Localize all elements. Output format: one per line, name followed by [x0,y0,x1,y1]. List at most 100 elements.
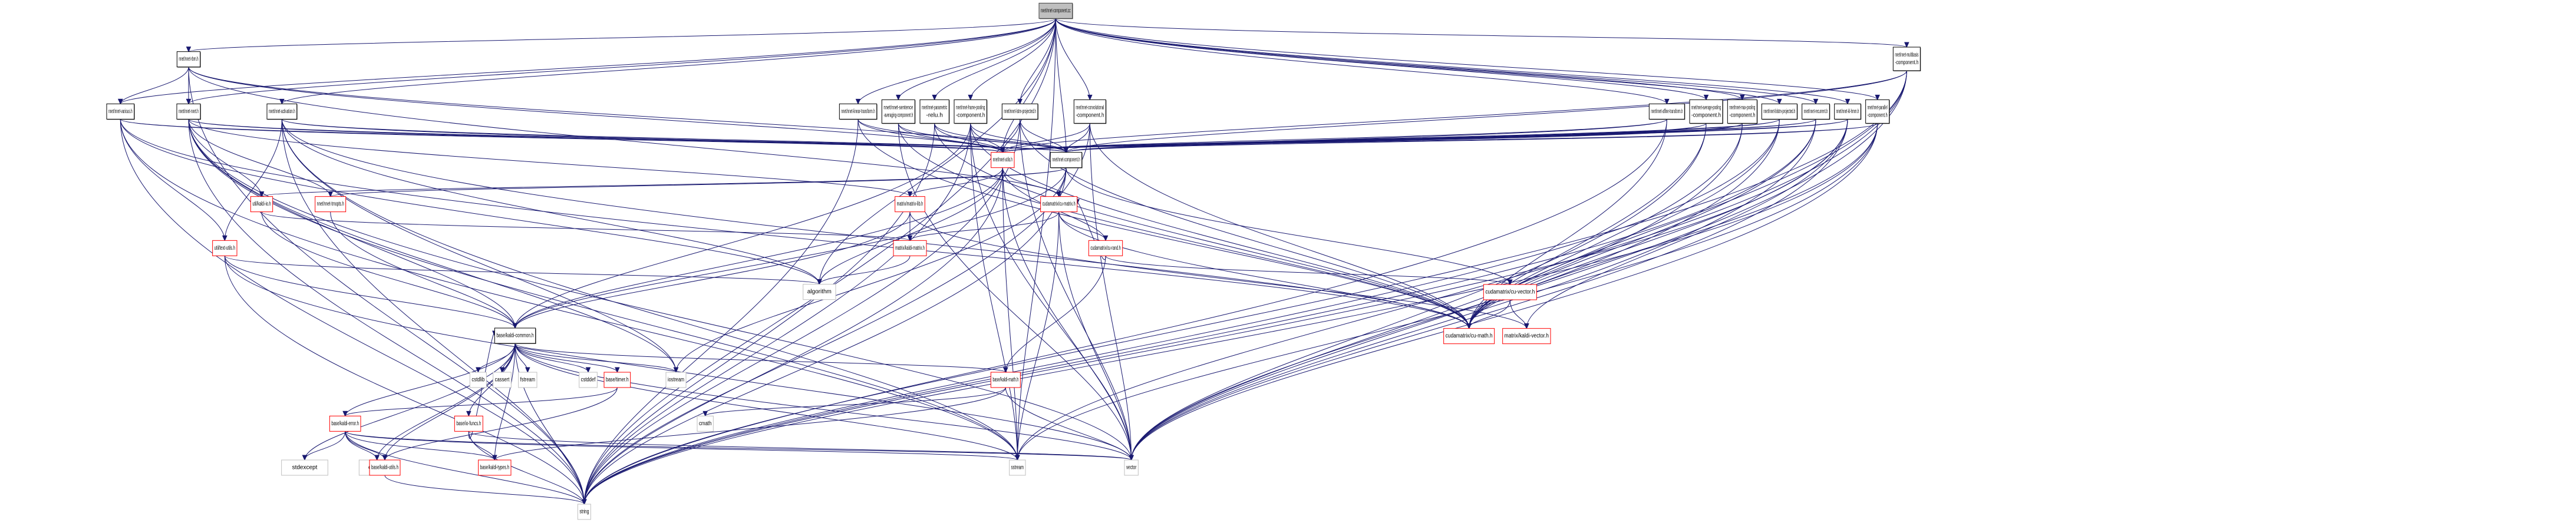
node-box [212,240,238,256]
dependency-edge [120,119,587,505]
dependency-edge [302,431,346,461]
arrowhead-icon [968,94,973,101]
graph-node-cumath[interactable]: cudamatrix/cu-math.h [1443,328,1495,345]
node-box [1040,196,1078,213]
graph-node-prelu[interactable]: nnet/nnet-parametric-relu.h [919,99,950,124]
node-label: base/kaldi-error.h [331,421,359,427]
dependency-edge [188,119,333,197]
graph-node-multibasis[interactable]: nnet/nnet-multibasis-component.h [1892,47,1921,71]
node-label: nnet/nnet-average-pooling [1691,104,1721,111]
graph-node-kaldivector[interactable]: matrix/kaldi-vector.h [1502,328,1551,345]
graph-node-cumatrix[interactable]: cudamatrix/cu-matrix.h [1040,196,1078,213]
graph-node-kaldimath[interactable]: base/kaldi-math.h [990,372,1021,388]
node-box [176,51,201,68]
graph-node-lstm[interactable]: nnet/nnet-lstm-projected.h [1001,103,1038,120]
node-box [454,415,483,432]
dependency-edge [188,118,1005,153]
arrowhead-icon [1003,367,1008,373]
graph-node-klhmm[interactable]: nnet/nnet-kl-hmm.h [1834,103,1862,120]
node-box [839,103,878,120]
graph-node-utils[interactable]: nnet/nnet-utils.h [991,152,1015,168]
node-label: -relu.h [926,112,942,118]
graph-node-nnet[interactable]: nnet/nnet-nnet.h [176,103,201,120]
graph-node-maxpool[interactable]: nnet/nnet-max-pooling-component.h [1727,99,1758,124]
dependency-edge [907,211,1060,241]
dependency-edge [898,123,1472,329]
dependency-edge [342,387,618,417]
graph-node-conv[interactable]: nnet/nnet-convolutional-component.h [1073,99,1107,124]
node-label: base/kaldi-types.h [480,465,509,471]
dependency-edge [1015,70,1907,461]
graph-node-trnopts[interactable]: nnet/nnet-trnopts.h [315,196,347,213]
dependency-edge [1055,18,1880,101]
dependency-edge [1466,299,1510,329]
dependency-edge [120,118,1069,153]
dependency-edge [1055,18,1909,48]
node-label: cassert [495,377,510,383]
node-label: nnet/nnet-nnet.h [179,108,199,115]
graph-node-vector: vector [1124,459,1139,476]
arrowhead-icon [817,279,822,285]
graph-node-kalditypes[interactable]: base/kaldi-types.h [478,459,512,476]
graph-node-linear[interactable]: nnet/nnet-linear-transform.h [839,103,878,120]
node-box [881,99,915,124]
graph-node-kaldiutils[interactable]: base/kaldi-utils.h [369,459,401,476]
arrowhead-icon [186,47,192,52]
graph-node-component[interactable]: nnet/nnet-component.h [1050,152,1083,168]
graph-node-kaldierror[interactable]: base/kaldi-error.h [329,415,361,432]
graph-node-rbm[interactable]: nnet/nnet-rbm.h [176,51,201,68]
node-label: string [579,509,589,515]
node-box [478,459,512,476]
graph-node-cstdlib: cstdlib [469,372,487,388]
arrowhead-icon [1015,455,1020,461]
graph-node-timer[interactable]: base/timer.h [603,372,631,388]
dependency-edge [1002,167,1061,197]
graph-node-curand[interactable]: cudamatrix/cu-rand.h [1088,240,1123,256]
graph-node-kaldiio[interactable]: util/kaldi-io.h [250,196,273,213]
dependency-edge [582,119,1816,505]
graph-node-various[interactable]: nnet/nnet-various.h [106,103,135,120]
arrowhead-icon [1103,235,1109,241]
graph-node-affine[interactable]: nnet/nnet-affine-transform.h [1648,103,1686,120]
dependency-edge [224,256,518,329]
graph-node-iofuncs[interactable]: base/io-funcs.h [454,415,483,432]
graph-node-parallel[interactable]: nnet/nnet-parallel-component.h [1865,99,1890,124]
dependency-edge [1058,211,1109,241]
graph-node-cuvector[interactable]: cudamatrix/cu-vector.h [1483,284,1537,300]
graph-node-common[interactable]: base/kaldi-common.h [494,327,536,344]
arrowhead-icon [673,367,679,373]
graph-node-recurrent[interactable]: nnet/nnet-recurrent.h [1802,103,1830,120]
graph-node-sentence[interactable]: nnet/nnet-sentence-averaging-component.h [881,99,916,124]
arrowhead-icon [1524,323,1529,329]
graph-node-activation[interactable]: nnet/nnet-activation.h [266,103,298,120]
dependency-edge [909,211,1529,329]
graph-node-framepool[interactable]: nnet/nnet-frame-pooling-component.h [954,99,988,124]
node-box [954,99,987,124]
dependency-edge [382,387,618,461]
node-label: cmath [699,421,711,427]
node-box [518,372,537,388]
arrowhead-icon [585,367,591,373]
node-label: -component.h [1076,112,1104,118]
graph-node-matrixlib[interactable]: matrix/matrix-lib.h [895,196,925,213]
node-label: nnet/nnet-sentence [883,104,913,111]
node-box [1001,103,1038,120]
node-box [665,372,687,388]
arrowhead-icon [1017,98,1023,105]
node-box [990,372,1021,388]
dependency-edge [702,387,1006,417]
graph-node-blstm[interactable]: nnet/nnet-blstm-projected.h [1761,103,1798,120]
graph-node-root[interactable]: nnet/nnet-component.cc [1038,2,1073,19]
graph-node-textutils[interactable]: util/text-utils.h [212,240,238,256]
node-box [266,103,298,120]
node-label: base/kaldi-utils.h [371,465,398,471]
dependency-edge [1509,299,1529,329]
node-label: sstream [1011,465,1024,471]
graph-node-kaldimatrix[interactable]: matrix/kaldi-matrix.h [893,240,927,256]
node-label: nnet/nnet-convolutional [1076,104,1104,111]
dependency-edge [120,119,227,241]
dependency-edge [1055,18,1745,101]
graph-node-avgpool[interactable]: nnet/nnet-average-pooling-component.h [1689,99,1723,124]
node-box [315,196,347,213]
dependency-edge [907,167,1003,197]
